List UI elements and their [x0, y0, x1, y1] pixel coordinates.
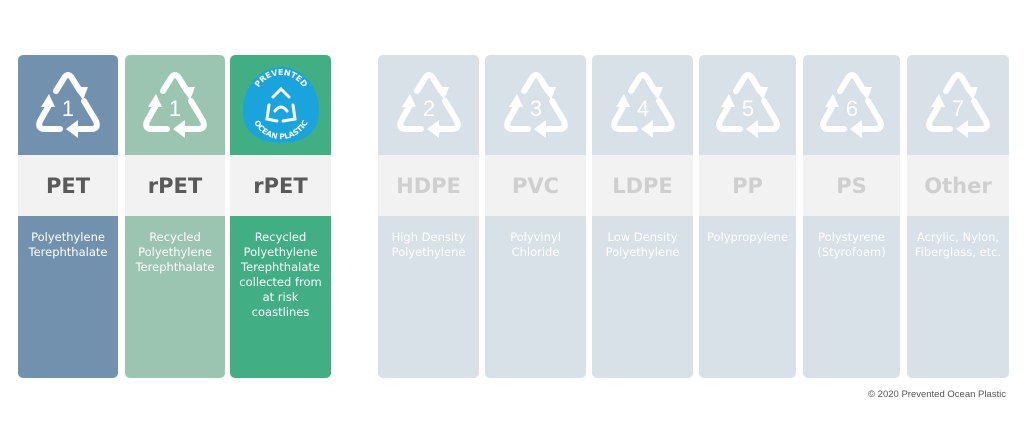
card-icon-area: 4: [592, 55, 693, 155]
card-icon-area: 3: [485, 55, 586, 155]
recycle-icon: 2: [396, 72, 461, 138]
recycle-icon: 7: [926, 72, 990, 138]
plastic-abbreviation: PP: [699, 155, 796, 216]
card-icon-area: 2: [378, 55, 479, 155]
plastic-abbreviation: Other: [907, 155, 1009, 216]
plastic-card-ldpe: 4 LDPE Low Density Polyethylene: [592, 55, 693, 378]
plastic-description: Polypropylene: [706, 230, 789, 244]
resin-code: 1: [62, 96, 74, 121]
plastic-card-ps: 6 PS Polystyrene (Styrofoam): [803, 55, 900, 378]
plastic-description: Polyvinyl Chloride: [510, 230, 561, 259]
plastic-description: Recycled Polyethylene Terephthalate coll…: [239, 230, 322, 319]
recycle-icon: 1: [36, 72, 100, 138]
resin-code: 5: [741, 96, 753, 121]
card-icon-area: 5: [699, 55, 796, 155]
plastic-abbreviation: HDPE: [378, 155, 479, 216]
resin-code: 2: [422, 96, 434, 121]
recycle-icon: 3: [503, 72, 568, 138]
resin-code: 7: [952, 96, 964, 121]
card-icon-area: PREVENTED OCEAN PLASTIC: [230, 55, 331, 155]
plastic-card-hdpe: 2 HDPE High Density Polyethylene: [378, 55, 479, 378]
card-icon-area: 1: [18, 55, 118, 155]
prevented-ocean-plastic-logo: PREVENTED OCEAN PLASTIC: [242, 67, 319, 143]
plastic-abbreviation: PVC: [485, 155, 586, 216]
plastic-description: Low Density Polyethylene: [605, 230, 680, 259]
plastic-card-pvc: 3 PVC Polyvinyl Chloride: [485, 55, 586, 378]
plastic-card-rpet: 1 rPET Recycled Polyethylene Terephthala…: [125, 55, 225, 378]
plastic-abbreviation: PS: [803, 155, 900, 216]
copyright: © 2020 Prevented Ocean Plastic: [868, 389, 1006, 400]
resin-code: 1: [169, 96, 181, 121]
plastic-card-pet: 1 PET Polyethylene Terephthalate: [18, 55, 118, 378]
plastic-description: High Density Polyethylene: [391, 230, 466, 259]
plastic-abbreviation: rPET: [125, 155, 225, 216]
recycle-icon: 5: [715, 72, 780, 138]
resin-code: 4: [636, 96, 648, 121]
plastic-abbreviation: LDPE: [592, 155, 693, 216]
plastic-abbreviation: PET: [18, 155, 118, 216]
card-icon-area: 1: [125, 55, 225, 155]
plastic-description: Recycled Polyethylene Terephthalate: [135, 230, 215, 274]
plastic-card-other: 7 Other Acrylic, Nylon, Fiberglass, etc.: [907, 55, 1009, 378]
resin-code: 6: [845, 96, 857, 121]
plastic-card-pp: 5 PP Polypropylene: [699, 55, 796, 378]
plastic-description: Polyethylene Terephthalate: [28, 230, 108, 259]
recycle-icon: 6: [819, 72, 884, 138]
resin-code: 3: [529, 96, 541, 121]
recycle-icon: 1: [143, 72, 207, 138]
card-icon-area: 7: [907, 55, 1009, 155]
recycle-icon: 4: [610, 72, 675, 138]
card-icon-area: 6: [803, 55, 900, 155]
plastic-abbreviation: rPET: [230, 155, 331, 216]
plastic-description: Acrylic, Nylon, Fiberglass, etc.: [914, 230, 1002, 259]
plastic-description: Polystyrene (Styrofoam): [817, 230, 886, 259]
plastic-card-rpet: PREVENTED OCEAN PLASTIC rPET Recycled Po…: [230, 55, 331, 378]
